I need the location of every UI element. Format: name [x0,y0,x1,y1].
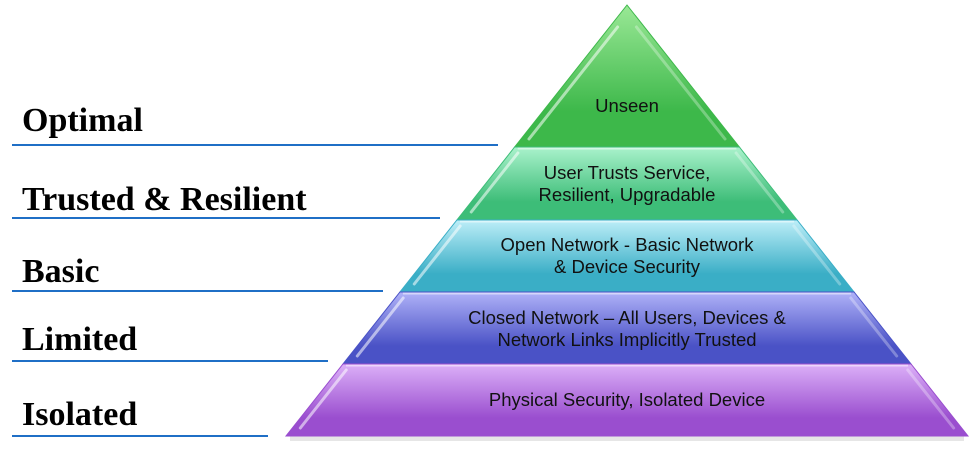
level-rule-limited [12,360,328,362]
tier-text-line: & Device Security [553,256,700,277]
tier-bevel-highlight [527,25,620,141]
tier-text-limited: Closed Network – All Users, Devices & Ne… [468,307,786,351]
tier-bevel-highlight [634,25,727,141]
level-label-optimal: Optimal [22,102,143,139]
level-rule-basic [12,290,383,292]
tier-text-line: Network Links Implicitly Trusted [497,329,757,350]
tier-text-line: Resilient, Upgradable [538,184,716,205]
tier-text-line: User Trusts Service, [543,162,711,183]
tier-bevel-highlight [298,368,348,430]
tier-text-line: Open Network - Basic Network [500,234,754,255]
level-label-limited: Limited [22,321,138,358]
tier-text-trusted-resilient: User Trusts Service, Resilient, Upgradab… [539,162,716,206]
tier-text-isolated: Physical Security, Isolated Device [489,389,765,411]
pyramid-shadow [290,436,964,441]
tier-bevel-highlight [906,368,956,430]
level-label-basic: Basic [22,253,100,290]
tier-bevel-highlight [734,151,785,214]
pyramid-tier-optimal [513,4,741,148]
pyramid-tier-isolated [284,363,970,437]
tier-bevel-highlight [355,296,405,358]
level-rule-optimal [12,144,498,146]
level-label-isolated: Isolated [22,396,138,433]
level-rule-isolated [12,435,268,437]
tier-bevel-highlight [412,224,462,286]
tier-text-line: Physical Security, Isolated Device [488,389,766,410]
tier-bevel-highlight [469,151,520,214]
tier-bevel-highlight [849,296,899,358]
tier-text-optimal: Unseen [595,95,659,117]
tier-bevel-highlight [792,224,842,286]
tier-text-line: Closed Network – All Users, Devices & [468,307,786,328]
tier-text-line: Unseen [595,95,659,116]
level-rule-trusted-resilient [12,217,440,219]
level-label-trusted-resilient: Trusted & Resilient [22,181,307,218]
tier-text-basic: Open Network - Basic Network & Device Se… [501,234,754,278]
